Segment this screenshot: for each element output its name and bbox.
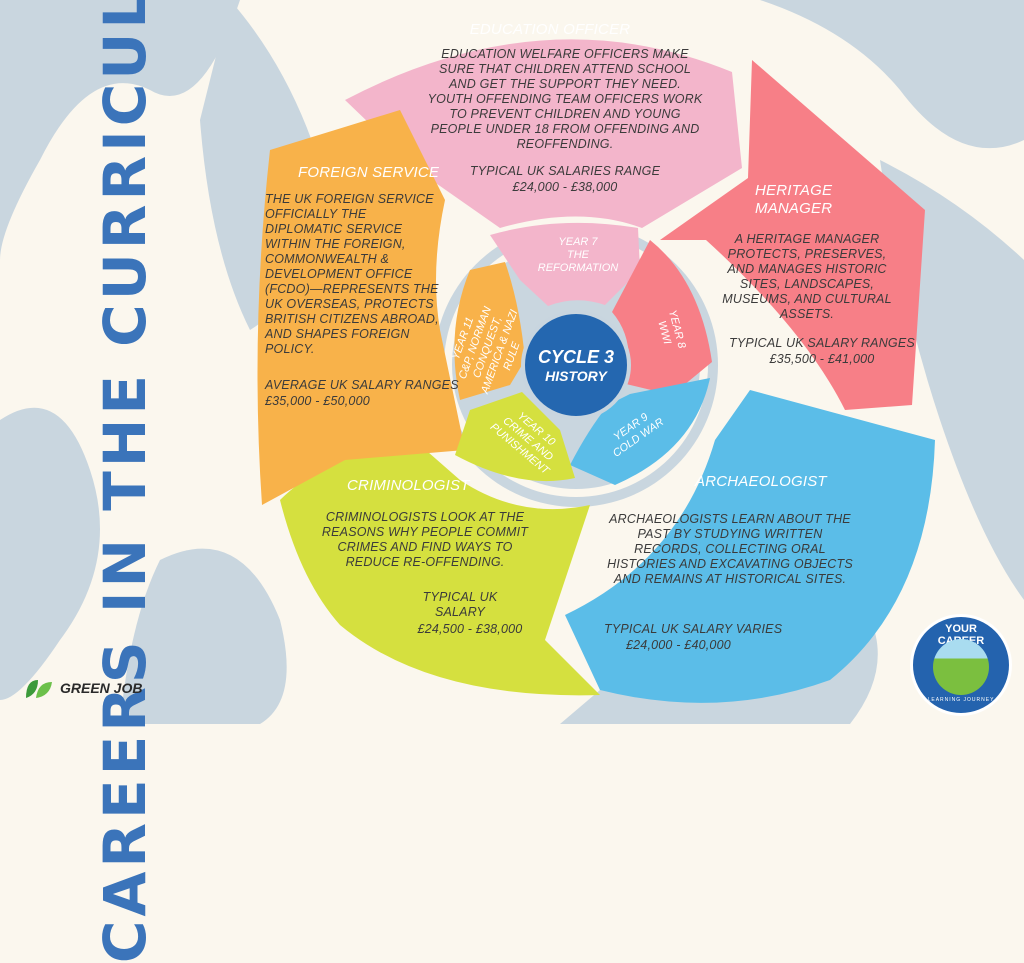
inner-y9 [570,378,710,485]
segment-criminologist [280,445,600,696]
heritage-salary-label: TYPICAL UK SALARY RANGES [729,336,915,350]
education-title: EDUCATION OFFICER [469,21,631,38]
green-job-badge: GREEN JOB [24,676,142,700]
education-body: EDUCATION WELFARE OFFICERS MAKE SURE THA… [427,47,703,151]
archaeologist-title: ARCHAEOLOGIST [695,473,827,490]
criminologist-salary: £24,500 - £38,000 [417,622,523,636]
archaeologist-salary: £24,000 - £40,000 [626,638,731,652]
foreign-salary-label: AVERAGE UK SALARY RANGES [265,378,459,392]
logo-landscape [933,639,989,695]
page-title: CAREERS IN THE CURRICULUM [91,0,159,963]
inner-y10 [455,392,575,482]
center-subject: HISTORY [545,367,607,384]
segment-education [345,39,742,228]
y7-topic: THE REFORMATION [537,249,619,274]
education-salary-label: TYPICAL UK SALARIES RANGE [469,164,661,178]
inner-y7 [490,222,640,306]
education-salary: £24,000 - £38,000 [512,180,618,194]
y7-year: YEAR 7 [558,236,598,248]
green-job-label: GREEN JOB [60,680,143,696]
background-shapes [0,0,1024,724]
segment-heritage [660,60,925,410]
criminologist-body: CRIMINOLOGISTS LOOK AT THE REASONS WHY P… [321,510,529,569]
archaeologist-salary-label: TYPICAL UK SALARY VARIES [604,622,783,636]
segment-archaeologist [565,390,935,703]
heritage-title: HERITAGE MANAGER [755,182,833,217]
your-career-logo: YOUR CAREER LEARNING JOURNEY [910,614,1012,716]
inner-y8 [612,240,712,395]
foreign-body: THE UK FOREIGN SERVICE OFFICIALLY THE DI… [265,192,439,356]
leaf-icon [26,680,52,698]
heritage-body: A HERITAGE MANAGER PROTECTS, PRESERVES, … [722,232,892,321]
archaeologist-body: ARCHAEOLOGISTS LEARN ABOUT THE PAST BY S… [607,512,853,586]
heritage-salary: £35,500 - £41,000 [769,352,875,366]
criminologist-title: CRIMINOLOGIST [347,477,470,494]
center-cycle: CYCLE 3 [537,346,615,367]
foreign-salary: £35,000 - £50,000 [265,394,370,408]
foreign-title: FOREIGN SERVICE [298,164,440,181]
logo-bottom-text: LEARNING JOURNEY [927,697,995,703]
inner-y11 [454,262,525,400]
center-circle: CYCLE 3 HISTORY [521,310,631,420]
segment-foreign [257,110,465,505]
criminologist-salary-label: TYPICAL UK SALARY [422,590,498,619]
